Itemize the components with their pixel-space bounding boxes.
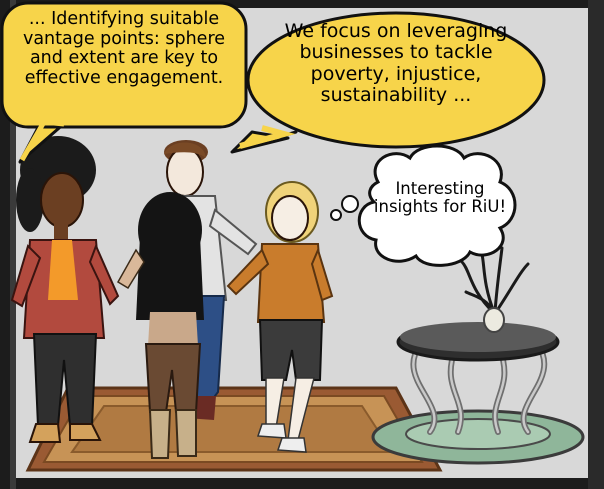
- vase-with-plant: [460, 246, 530, 333]
- person-right-blonde: [226, 181, 334, 453]
- left-door-edge: [10, 0, 16, 489]
- right-speech-bubble: [230, 11, 546, 154]
- right-frame-edge: [588, 0, 604, 489]
- person-front-woman: [116, 192, 204, 459]
- person-left-woman: [10, 136, 120, 443]
- thought-bubble: [330, 144, 517, 267]
- left-speech-bubble: [0, 1, 248, 164]
- left-speech-text: ... Identifying suitable vantage points:…: [22, 9, 226, 88]
- thought-text: Interesting insights for RiU!: [373, 179, 507, 217]
- right-speech-text: We focus on leveraging businesses to tac…: [284, 20, 508, 106]
- side-table: [371, 322, 585, 465]
